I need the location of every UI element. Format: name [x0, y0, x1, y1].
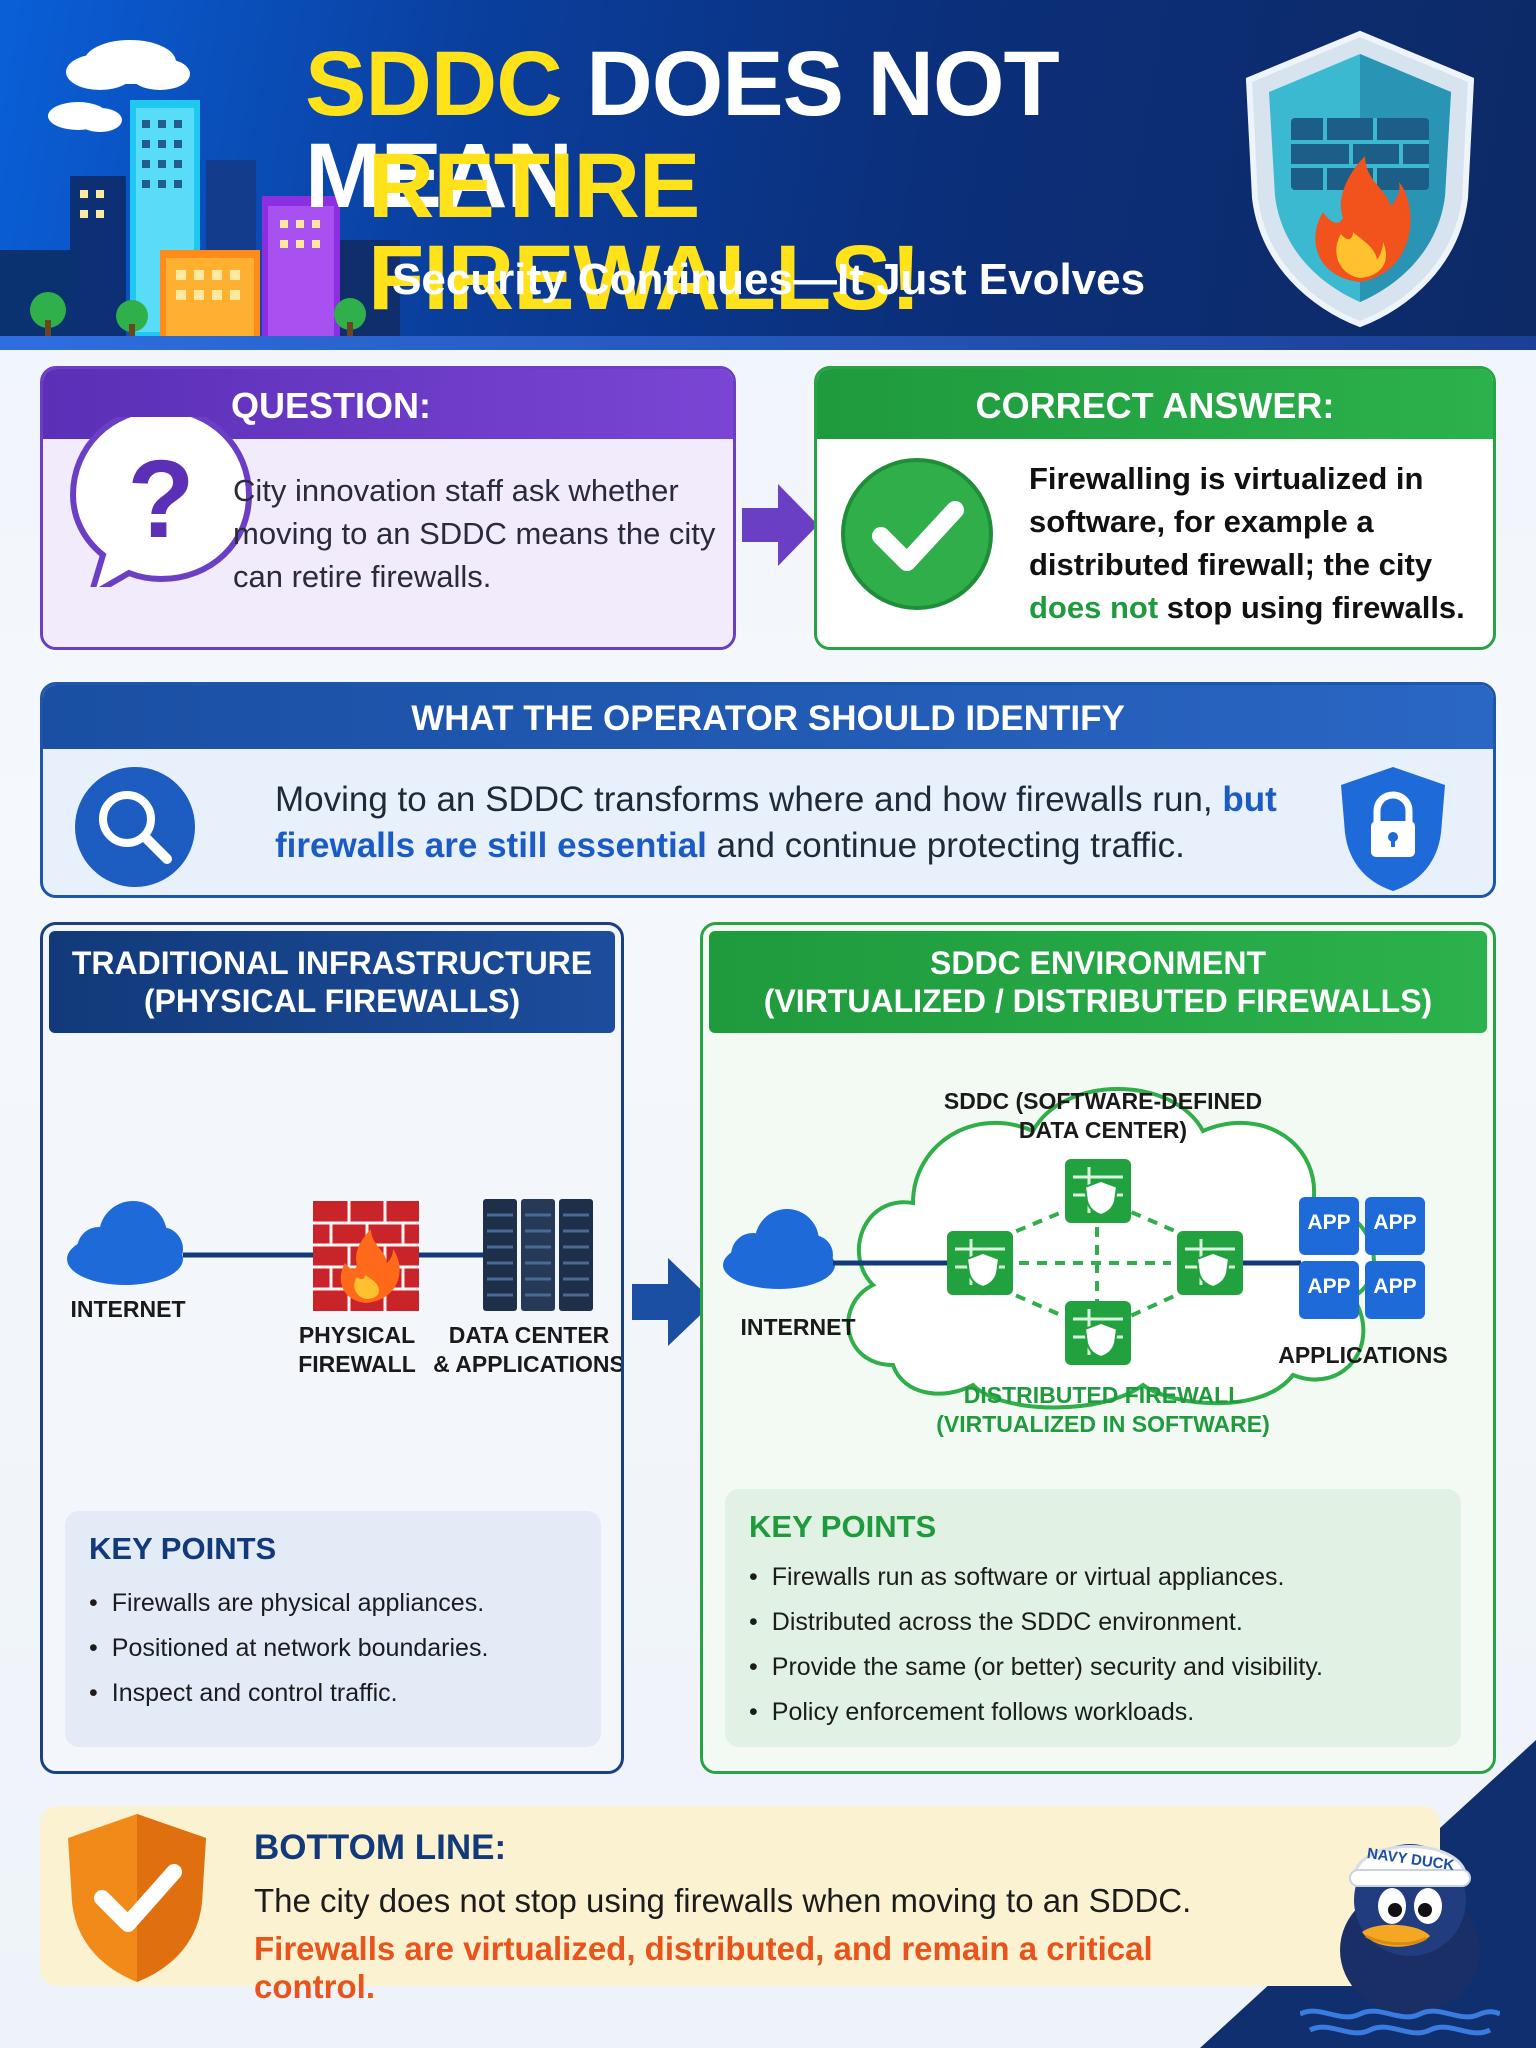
traditional-header-line1: TRADITIONAL INFRASTRUCTURE [71, 945, 593, 981]
operator-text-part1: Moving to an SDDC transforms where and h… [275, 780, 1223, 819]
sddc-header-line1: SDDC ENVIRONMENT [929, 945, 1266, 981]
sddc-key-points: KEY POINTS Firewalls run as software or … [725, 1489, 1461, 1747]
page-title-line1: SDDC DOES NOT MEAN [305, 38, 1225, 222]
list-item: Inspect and control traffic. [89, 1671, 488, 1716]
list-item: Provide the same (or better) security an… [749, 1645, 1323, 1690]
datacenter-label-line1: DATA CENTER [448, 1322, 610, 1348]
answer-text-part2: stop using firewalls. [1158, 590, 1465, 625]
applications-label: APPLICATIONS [1278, 1342, 1448, 1368]
sddc-key-points-title: KEY POINTS [749, 1509, 937, 1544]
traditional-key-points: KEY POINTS Firewalls are physical applia… [65, 1511, 601, 1747]
distributed-firewall-label-line1: DISTRIBUTED FIREWALL [963, 1382, 1243, 1408]
answer-card: CORRECT ANSWER: Firewalling is virtualiz… [814, 366, 1496, 650]
traditional-network-diagram [67, 1199, 593, 1311]
check-circle-icon [841, 458, 993, 610]
list-item: Policy enforcement follows workloads. [749, 1690, 1323, 1735]
sddc-panel: SDDC ENVIRONMENT (VIRTUALIZED / DISTRIBU… [700, 922, 1496, 1774]
list-item: Firewalls are physical appliances. [89, 1581, 488, 1626]
virtual-firewall-node [1177, 1231, 1243, 1295]
physical-firewall-label-line2: FIREWALL [298, 1351, 416, 1377]
sddc-header-line2: (VIRTUALIZED / DISTRIBUTED FIREWALLS) [763, 983, 1433, 1019]
app-tile-label: APP [1307, 1275, 1351, 1298]
operator-text: Moving to an SDDC transforms where and h… [275, 777, 1325, 869]
sddc-cloud-label-line1: SDDC (SOFTWARE-DEFINED [943, 1088, 1263, 1114]
navy-duck-mascot: NAVY DUCK [1300, 1844, 1500, 2036]
bottom-line-label: BOTTOM LINE: [254, 1828, 507, 1867]
sddc-network-diagram [723, 1087, 1425, 1410]
traditional-panel: TRADITIONAL INFRASTRUCTURE (PHYSICAL FIR… [40, 922, 624, 1774]
lock-shield-icon [1341, 767, 1445, 891]
bottom-line-highlight: Firewalls are virtualized, distributed, … [254, 1930, 1153, 2005]
svg-text:?: ? [127, 438, 194, 561]
traditional-header-line2: (PHYSICAL FIREWALLS) [143, 983, 521, 1019]
internet-cloud-icon [723, 1209, 835, 1289]
distributed-firewall-label-line2: (VIRTUALIZED IN SOFTWARE) [936, 1411, 1270, 1437]
question-card: QUESTION: ? City innovation staff ask wh… [40, 366, 736, 650]
server-rack-icon [483, 1199, 593, 1311]
answer-label: CORRECT ANSWER: [817, 369, 1493, 439]
sddc-cloud-outline [846, 1087, 1376, 1410]
list-item: Distributed across the SDDC environment. [749, 1600, 1323, 1645]
physical-firewall-label: PHYSICAL FIREWALL [257, 1321, 457, 1379]
title-sddc: SDDC [305, 33, 563, 135]
distributed-firewall-label: DISTRIBUTED FIREWALL (VIRTUALIZED IN SOF… [933, 1381, 1273, 1439]
app-tile-label: APP [1373, 1211, 1417, 1234]
traditional-header: TRADITIONAL INFRASTRUCTURE (PHYSICAL FIR… [49, 931, 615, 1033]
operator-card: WHAT THE OPERATOR SHOULD IDENTIFY Moving… [40, 682, 1496, 898]
page-subtitle: Security Continues—It Just Evolves [392, 255, 1146, 304]
operator-text-part2: and continue protecting traffic. [706, 826, 1185, 865]
firewall-shield-icon [1245, 30, 1475, 328]
answer-text-highlight: does not [1029, 590, 1159, 625]
page-title-line2: RETIRE FIREWALLS! [368, 135, 921, 329]
bottom-line-banner: BOTTOM LINE: The city does not stop usin… [40, 1806, 1440, 2005]
physical-firewall-label-line1: PHYSICAL [298, 1322, 416, 1348]
virtual-firewall-node [947, 1231, 1013, 1295]
sddc-key-points-list: Firewalls run as software or virtual app… [749, 1555, 1323, 1735]
internet-cloud-icon [67, 1201, 183, 1285]
question-bubble-icon: ? [69, 417, 253, 587]
answer-text-part1: Firewalling is virtualized in software, … [1029, 461, 1433, 582]
app-tile-label: APP [1373, 1275, 1417, 1298]
internet-label: INTERNET [740, 1314, 856, 1340]
sddc-header: SDDC ENVIRONMENT (VIRTUALIZED / DISTRIBU… [709, 931, 1487, 1033]
header-banner: SDDC DOES NOT MEAN RETIRE FIREWALLS! Sec… [0, 0, 1536, 350]
sddc-cloud-label-line2: DATA CENTER) [1018, 1117, 1188, 1143]
operator-label: WHAT THE OPERATOR SHOULD IDENTIFY [43, 685, 1493, 749]
traditional-key-points-list: Firewalls are physical appliances. Posit… [89, 1581, 489, 1716]
title-rest: DOES NOT MEAN [305, 33, 1060, 227]
check-shield-icon [68, 1814, 206, 1982]
arrow-right-icon [632, 1258, 714, 1346]
arrow-right-icon [742, 484, 818, 566]
city-skyline-illustration [0, 40, 400, 340]
header-divider [0, 336, 1536, 350]
sddc-cloud-label: SDDC (SOFTWARE-DEFINED DATA CENTER) [943, 1087, 1263, 1145]
magnifier-icon [75, 767, 195, 887]
answer-text: Firewalling is virtualized in software, … [1029, 457, 1479, 629]
virtual-firewall-node [1065, 1301, 1131, 1365]
internet-label: INTERNET [70, 1296, 186, 1322]
operator-text-highlight: but firewalls are still essential [275, 780, 1277, 865]
list-item: Firewalls run as software or virtual app… [749, 1555, 1323, 1600]
list-item: Positioned at network boundaries. [89, 1626, 489, 1671]
traditional-key-points-title: KEY POINTS [89, 1531, 277, 1566]
datacenter-label: DATA CENTER & APPLICATIONS [429, 1321, 624, 1379]
datacenter-label-line2: & APPLICATIONS [433, 1351, 624, 1377]
bottom-line-text: The city does not stop using firewalls w… [254, 1882, 1192, 1919]
question-text: City innovation staff ask whether moving… [233, 473, 716, 594]
app-tile-grid [1299, 1197, 1425, 1319]
virtual-firewall-node [1065, 1159, 1131, 1223]
app-tile-label: APP [1307, 1211, 1351, 1234]
brick-firewall-icon [313, 1201, 419, 1311]
